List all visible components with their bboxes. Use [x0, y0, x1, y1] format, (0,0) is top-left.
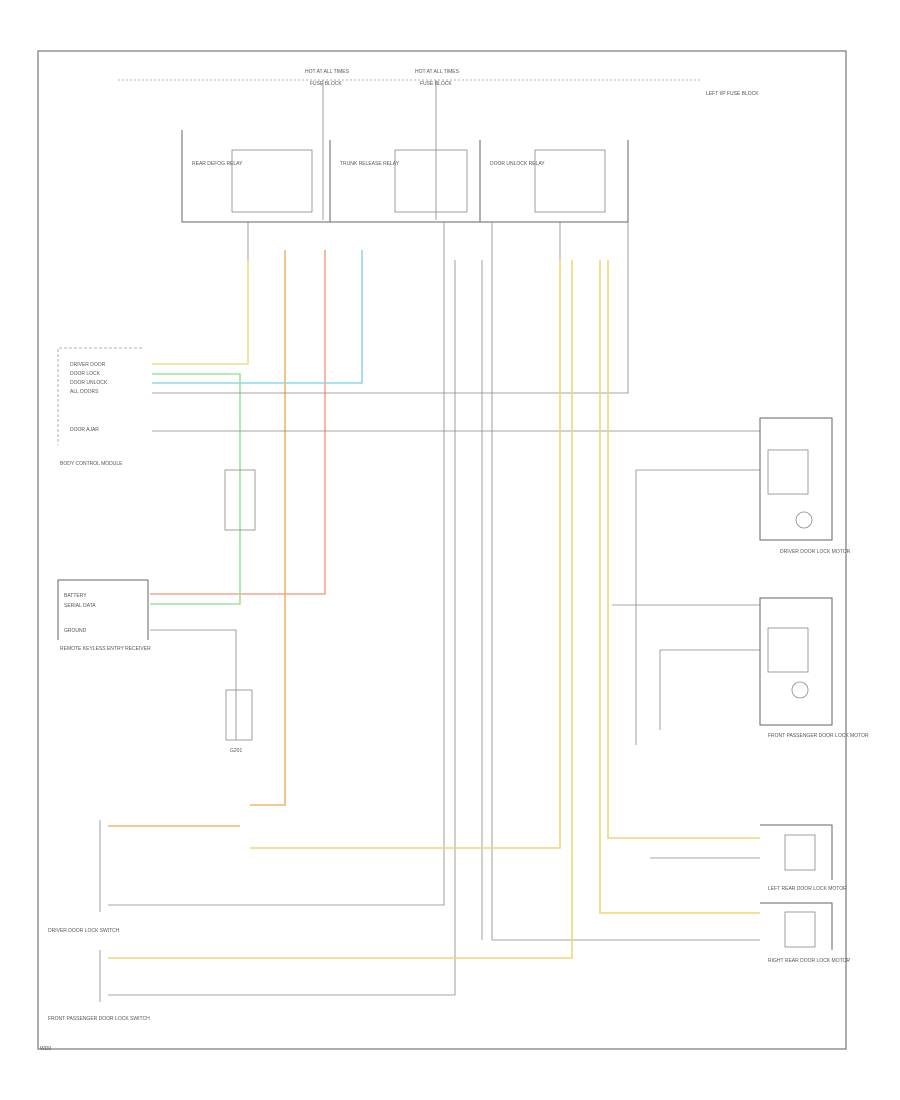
junction-1	[224, 469, 256, 531]
wire-light-green	[150, 373, 241, 605]
motor-right-rear: RIGHT REAR DOOR LOCK MOTOR	[760, 902, 850, 964]
switch-passenger-door-lock: FRONT PASSENGER DOOR LOCK SWITCH	[48, 950, 150, 1022]
svg-text:LEFT REAR DOOR LOCK MOTOR: LEFT REAR DOOR LOCK MOTOR	[768, 886, 847, 892]
relay-door-unlock: DOOR UNLOCK RELAY	[479, 140, 629, 223]
svg-text:FRONT PASSENGER DOOR LOCK MOTO: FRONT PASSENGER DOOR LOCK MOTOR	[768, 733, 869, 739]
wire-gray-444	[108, 260, 445, 906]
svg-text:DRIVER DOOR LOCK MOTOR: DRIVER DOOR LOCK MOTOR	[780, 549, 851, 555]
wire-light-blue	[152, 250, 363, 384]
wire-rke-ground	[150, 629, 237, 740]
wire-yellow-600	[599, 260, 760, 914]
switch-driver-door-lock: DRIVER DOOR LOCK SWITCH	[48, 820, 120, 934]
remote-keyless-entry-receiver: REMOTE KEYLESS ENTRY RECEIVER	[57, 579, 151, 652]
rke-pin-ground: GROUND	[64, 628, 87, 634]
svg-text:RIGHT REAR DOOR LOCK MOTOR: RIGHT REAR DOOR LOCK MOTOR	[768, 958, 850, 964]
diagram-frame	[37, 50, 847, 1050]
footer-code: WD0	[40, 1046, 51, 1052]
fuse-label-1: HOT AT ALL TIMES	[305, 69, 350, 75]
motor-front-passenger: FRONT PASSENGER DOOR LOCK MOTOR	[759, 597, 869, 739]
junction-2	[225, 689, 253, 741]
wire-orange-main	[250, 250, 286, 806]
wire-yellow-572	[108, 260, 573, 959]
svg-text:REMOTE KEYLESS ENTRY RECEIVER: REMOTE KEYLESS ENTRY RECEIVER	[60, 646, 151, 652]
pin-driver-door: DRIVER DOOR	[70, 362, 106, 368]
pin-door-unlock: DOOR UNLOCK	[70, 380, 108, 386]
ground-label: G201	[230, 748, 242, 754]
svg-text:REAR DEFOG RELAY: REAR DEFOG RELAY	[192, 161, 243, 167]
fuse-sub-1: FUSE BLOCK	[310, 81, 342, 87]
body-control-module: BODY CONTROL MODULE	[57, 347, 142, 467]
svg-text:DRIVER DOOR LOCK SWITCH: DRIVER DOOR LOCK SWITCH	[48, 928, 120, 934]
svg-text:DOOR UNLOCK RELAY: DOOR UNLOCK RELAY	[490, 161, 545, 167]
top-note: LEFT I/P FUSE BLOCK	[706, 91, 759, 97]
wire-yellow-driver	[152, 260, 249, 365]
rke-pin-serial: SERIAL DATA	[64, 603, 96, 609]
fuse-label-2: HOT AT ALL TIMES	[415, 69, 460, 75]
wire-gray-492	[491, 260, 760, 941]
pin-door-lock: DOOR LOCK	[70, 371, 101, 377]
motor-driver-door: DRIVER DOOR LOCK MOTOR	[759, 417, 851, 555]
relay-trunk-release: TRUNK RELEASE RELAY	[329, 140, 481, 223]
wire-gray-455	[108, 260, 456, 996]
pin-all-doors: ALL DOORS	[70, 389, 99, 395]
svg-text:BODY CONTROL MODULE: BODY CONTROL MODULE	[60, 461, 123, 467]
svg-text:FRONT PASSENGER DOOR LOCK SWIT: FRONT PASSENGER DOOR LOCK SWITCH	[48, 1016, 150, 1022]
pin-door-ajar: DOOR AJAR	[70, 427, 99, 433]
motor-left-rear: LEFT REAR DOOR LOCK MOTOR	[760, 824, 847, 892]
wire-yellow-560	[250, 260, 561, 849]
svg-text:TRUNK RELEASE RELAY: TRUNK RELEASE RELAY	[340, 161, 400, 167]
rke-pin-battery: BATTERY	[64, 593, 87, 599]
wire-yellow-608	[607, 260, 760, 839]
relay-rear-defog: REAR DEFOG RELAY	[181, 130, 331, 223]
wire-gray-alldoors	[152, 260, 629, 394]
wire-orange-rke	[150, 250, 326, 595]
